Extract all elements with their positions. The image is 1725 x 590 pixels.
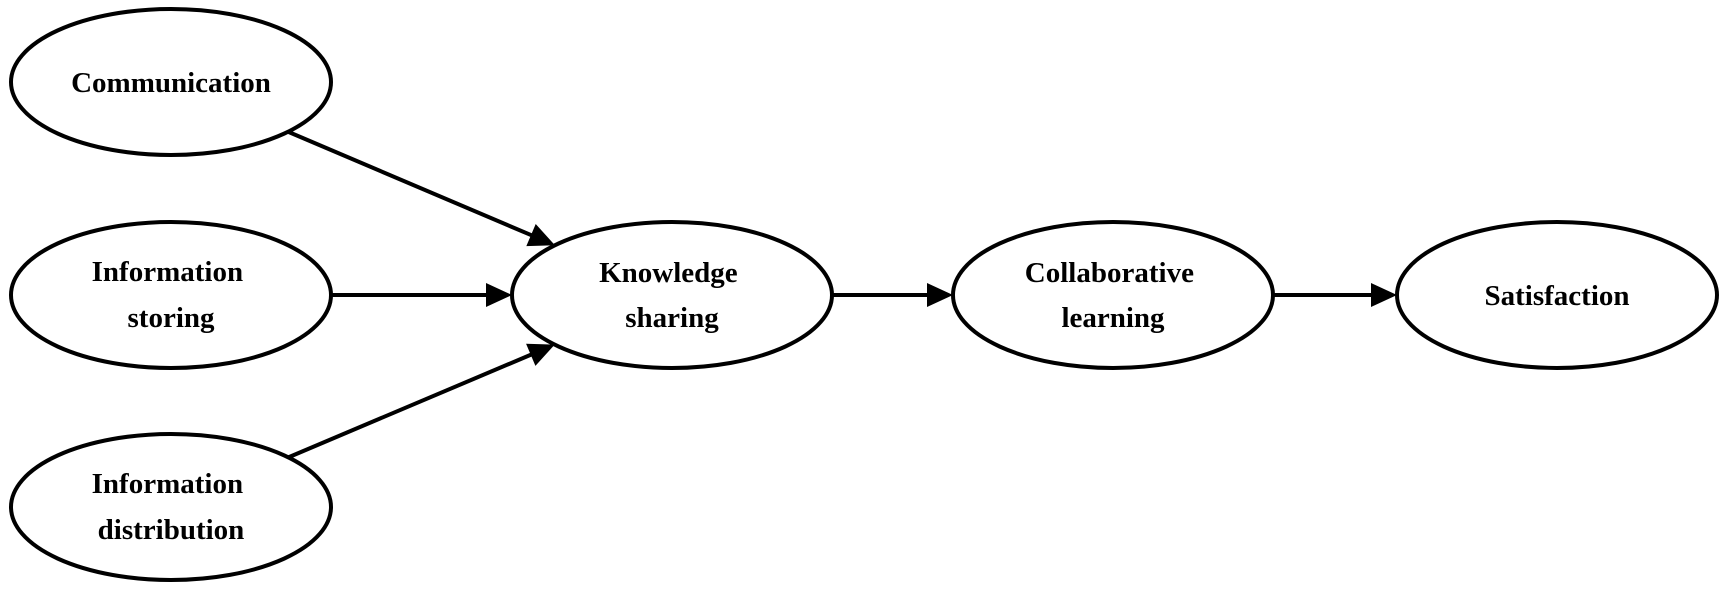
- node-collaborative-learning: Collaborative learning: [951, 220, 1275, 370]
- arrowhead-information-storing-to-knowledge-sharing: [486, 283, 512, 307]
- edge-information-distribution-to-knowledge-sharing: [287, 352, 534, 460]
- node-communication: Communication: [9, 7, 333, 157]
- node-satisfaction-label: Satisfaction: [1485, 280, 1630, 312]
- node-knowledge-sharing-label: Knowledge sharing: [599, 257, 745, 334]
- node-satisfaction: Satisfaction: [1395, 220, 1719, 370]
- node-information-distribution-label: Information distribution: [92, 468, 251, 546]
- nodes-layer: Communication Information storing Inform…: [9, 7, 1719, 582]
- node-knowledge-sharing-ellipse: [510, 220, 834, 370]
- node-knowledge-sharing: Knowledge sharing: [510, 220, 834, 370]
- arrowhead-collaborative-learning-to-satisfaction: [1371, 283, 1397, 307]
- node-communication-ellipse: [9, 7, 333, 157]
- arrowhead-knowledge-sharing-to-collaborative-learning: [927, 283, 953, 307]
- edge-communication-to-knowledge-sharing: [287, 129, 534, 238]
- arrowhead-communication-to-knowledge-sharing: [526, 224, 555, 247]
- edges-layer: [287, 129, 1397, 460]
- node-collaborative-learning-label: Collaborative learning: [1025, 257, 1201, 334]
- node-information-distribution-ellipse: [9, 432, 333, 582]
- node-information-distribution: Information distribution: [9, 432, 333, 582]
- node-satisfaction-ellipse: [1395, 220, 1719, 370]
- arrowhead-information-distribution-to-knowledge-sharing: [526, 343, 555, 366]
- node-collaborative-learning-ellipse: [951, 220, 1275, 370]
- node-information-storing-ellipse: [9, 220, 333, 370]
- node-information-storing-label: Information storing: [92, 256, 251, 334]
- node-communication-label: Communication: [71, 67, 271, 99]
- node-information-storing: Information storing: [9, 220, 333, 370]
